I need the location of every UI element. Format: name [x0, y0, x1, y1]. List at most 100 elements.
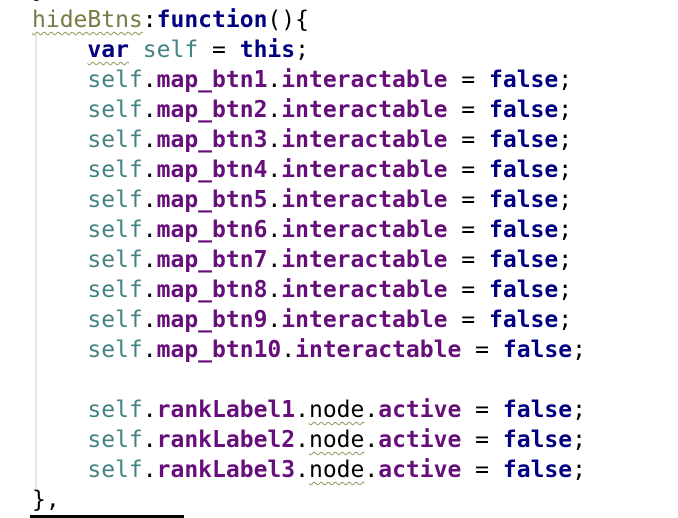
indent-guide	[35, 35, 37, 490]
code-token: =	[461, 337, 503, 363]
code-line[interactable]: self.map_btn2.interactable = false;	[32, 95, 586, 125]
code-line[interactable]: self.map_btn1.interactable = false;	[32, 65, 586, 95]
code-token: .	[142, 397, 157, 423]
code-line[interactable]: self.rankLabel1.node.active = false;	[32, 395, 586, 425]
code-token: map_btn3	[156, 127, 268, 153]
code-token: false	[489, 247, 559, 273]
code-token: .	[267, 97, 282, 123]
code-token: ;	[572, 427, 586, 453]
code-token: .	[142, 217, 157, 243]
code-line[interactable]: var self = this;	[32, 35, 586, 65]
code-token: .	[295, 427, 309, 453]
code-token: false	[489, 217, 559, 243]
code-token	[32, 97, 87, 123]
code-token: .	[142, 67, 157, 93]
code-token: map_btn10	[156, 337, 282, 363]
code-token: .	[295, 397, 309, 423]
code-line[interactable]: },	[32, 485, 586, 515]
code-token: map_btn5	[156, 187, 268, 213]
code-line[interactable]: self.map_btn3.interactable = false;	[32, 125, 586, 155]
code-token: false	[489, 97, 559, 123]
code-token: false	[502, 337, 573, 363]
code-token: self	[87, 127, 143, 153]
code-token: false	[502, 457, 573, 483]
code-token: ;	[572, 397, 586, 423]
code-token	[32, 37, 87, 63]
code-token: :	[142, 7, 157, 33]
code-token: interactable	[281, 67, 448, 93]
code-token: =	[447, 217, 489, 243]
code-token: map_btn4	[156, 157, 268, 183]
code-token: .	[267, 187, 282, 213]
code-token: false	[489, 127, 559, 153]
code-line[interactable]: self.map_btn7.interactable = false;	[32, 245, 586, 275]
code-token: .	[142, 277, 157, 303]
code-line[interactable]: self.rankLabel3.node.active = false;	[32, 455, 586, 485]
code-token: .	[142, 97, 157, 123]
code-line[interactable]	[32, 365, 586, 395]
code-token: .	[142, 337, 157, 363]
code-token: hideBtns	[32, 7, 143, 33]
code-token: false	[489, 307, 559, 333]
code-token	[32, 397, 87, 423]
code-token: .	[267, 127, 282, 153]
code-token: interactable	[281, 217, 448, 243]
code-token: },	[32, 0, 60, 3]
code-token: ;	[558, 127, 573, 153]
code-token	[32, 217, 87, 243]
code-token: map_btn8	[156, 277, 268, 303]
code-token	[32, 67, 87, 93]
code-token: =	[447, 277, 489, 303]
code-token: ;	[572, 337, 586, 363]
code-token: node	[308, 457, 365, 483]
code-token: .	[267, 277, 282, 303]
code-line[interactable]: self.rankLabel2.node.active = false;	[32, 425, 586, 455]
code-token: false	[489, 67, 559, 93]
code-line[interactable]: self.map_btn4.interactable = false;	[32, 155, 586, 185]
code-token: self	[87, 397, 143, 423]
code-line[interactable]: self.map_btn8.interactable = false;	[32, 275, 586, 305]
code-token: active	[378, 457, 462, 483]
code-token: map_btn6	[156, 217, 268, 243]
code-token: map_btn2	[156, 97, 268, 123]
code-line[interactable]: self.map_btn5.interactable = false;	[32, 185, 586, 215]
code-token: =	[447, 307, 489, 333]
code-line[interactable]: hideBtns:function(){	[32, 5, 586, 35]
code-token: interactable	[281, 157, 448, 183]
code-token	[32, 277, 87, 303]
code-token: self	[87, 157, 143, 183]
code-token: rankLabel1	[156, 397, 296, 423]
code-token: false	[489, 157, 559, 183]
code-line[interactable]: self.map_btn6.interactable = false;	[32, 215, 586, 245]
code-token: rankLabel2	[156, 427, 296, 453]
code-token: node	[308, 397, 365, 423]
code-token: },	[32, 487, 60, 513]
code-token: .	[142, 307, 157, 333]
code-token: function	[156, 7, 268, 33]
code-token: ;	[558, 277, 573, 303]
code-token: =	[447, 97, 489, 123]
code-token: ;	[558, 217, 573, 243]
code-token: self	[87, 277, 143, 303]
code-line[interactable]: },	[32, 0, 586, 5]
code-token: =	[198, 37, 240, 63]
code-line[interactable]: self.map_btn10.interactable = false;	[32, 335, 586, 365]
code-token: .	[267, 67, 282, 93]
code-token: rankLabel3	[156, 457, 296, 483]
code-token: interactable	[281, 307, 448, 333]
code-token: node	[308, 427, 365, 453]
code-token: .	[295, 457, 309, 483]
code-token: ;	[558, 97, 573, 123]
code-token: =	[461, 427, 503, 453]
code-token: =	[461, 397, 503, 423]
code-line[interactable]: self.map_btn9.interactable = false;	[32, 305, 586, 335]
code-token: interactable	[295, 337, 462, 363]
code-token	[32, 427, 87, 453]
code-token: .	[267, 157, 282, 183]
code-editor[interactable]: },hideBtns:function(){ var self = this; …	[32, 0, 586, 515]
code-token: .	[142, 157, 157, 183]
code-token: map_btn9	[156, 307, 268, 333]
code-token: ;	[558, 247, 573, 273]
code-token: (){	[267, 7, 309, 33]
code-token: self	[87, 307, 143, 333]
